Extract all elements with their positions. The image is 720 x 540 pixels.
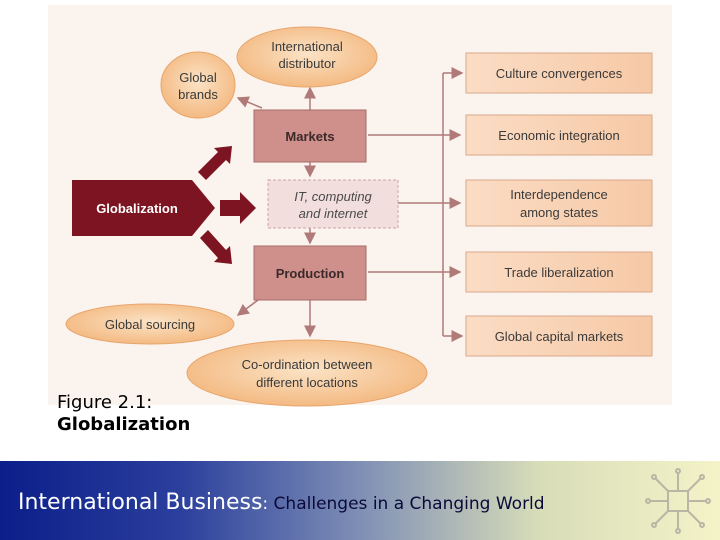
outcome-label-1: Culture convergences (496, 66, 623, 81)
international-distributor-line2: distributor (278, 56, 336, 71)
outcome-box-2 (465, 114, 653, 156)
it-label-line2: and internet (299, 206, 369, 221)
outcome-box-4 (465, 251, 653, 293)
global-brands-oval (160, 51, 236, 119)
globalization-label: Globalization (96, 201, 178, 216)
outcome-box-5 (465, 315, 653, 357)
footer-title-separator: : (262, 494, 269, 514)
figure-caption: Figure 2.1: Globalization (57, 392, 190, 436)
outcome-label-2: Economic integration (498, 128, 619, 143)
globalization-shape (72, 180, 215, 236)
outcome-label-4: Trade liberalization (504, 265, 613, 280)
globalization-arrows (198, 146, 256, 264)
footer-title: International Business: Challenges in a … (18, 490, 545, 515)
global-sourcing-label: Global sourcing (105, 317, 195, 332)
it-box (267, 179, 399, 229)
footer-subtitle: Challenges in a Changing World (268, 494, 545, 514)
international-distributor-oval (236, 26, 378, 88)
globalization-diagram: Globalization Markets IT, computing and … (48, 5, 672, 407)
footer-band (0, 461, 720, 540)
outcome-box-3 (465, 179, 653, 227)
coordination-line1: Co-ordination between (242, 357, 373, 372)
outcome-label-3b: among states (520, 205, 599, 220)
coordination-line2: different locations (256, 375, 358, 390)
caption-line2: Globalization (57, 414, 191, 435)
production-label: Production (276, 266, 345, 281)
connector-lines (236, 67, 464, 342)
footer-title-main: International Business (18, 490, 263, 515)
outcome-label-5: Global capital markets (495, 329, 624, 344)
network-node-icon (645, 468, 711, 534)
global-brands-line1: Global (179, 70, 217, 85)
caption-line1: Figure 2.1: (57, 392, 153, 413)
outcome-box-1 (465, 52, 653, 94)
international-distributor-line1: International (271, 39, 343, 54)
production-box (253, 245, 367, 301)
outcome-label-3a: Interdependence (510, 187, 608, 202)
global-brands-line2: brands (178, 87, 218, 102)
markets-label: Markets (285, 129, 334, 144)
it-label-line1: IT, computing (294, 189, 372, 204)
markets-box (253, 109, 367, 163)
global-sourcing-oval (65, 303, 235, 345)
coordination-oval (186, 339, 428, 407)
